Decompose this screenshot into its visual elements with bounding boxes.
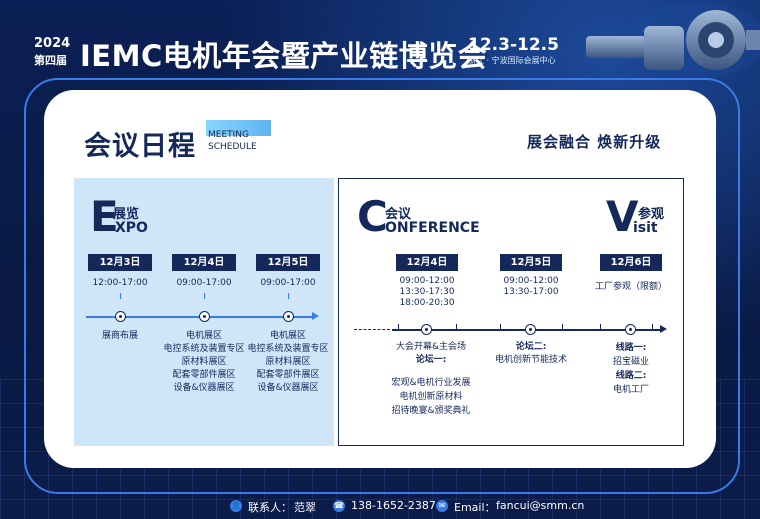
- conference-day2-times: 09:00-12:00 13:30-17:00: [490, 276, 572, 298]
- schedule-title: 会议日程: [84, 131, 196, 162]
- contact-label: 联系人：: [248, 501, 292, 514]
- forum-1-label: 论坛一:: [415, 355, 447, 365]
- header-title: IEMC电机年会暨产业链博览会: [80, 39, 488, 73]
- expo-date-pill: 12月5日: [256, 254, 320, 271]
- expo-big-letter: E: [90, 192, 119, 241]
- route-1: 招宝磁业: [612, 357, 649, 367]
- expo-item: 原材料展区: [181, 357, 227, 367]
- expo-tick: [120, 293, 121, 299]
- route-2-label: 线路二:: [615, 371, 647, 381]
- conference-title-cn: 会议: [385, 207, 412, 222]
- schedule-en: MEETING SCHEDULE: [208, 129, 257, 153]
- contact-name: 范翠: [294, 501, 316, 514]
- motor-machine-image: [586, 2, 760, 78]
- conference-time: 13:30-17:00: [503, 287, 559, 297]
- footer: 👤 联系人： 范翠 ☎ 138-1652-2387 ✉ Email： fancu…: [0, 494, 760, 519]
- visit-desc: 工厂参观（限额）: [594, 282, 667, 292]
- conference-day1-times: 09:00-12:00 13:30-17:30 18:00-20:30: [386, 276, 468, 309]
- visit-title-cn: 参观: [638, 207, 665, 222]
- expo-day2-items: 电机展区 电控系统及装置专区 原材料展区 配套零部件展区 设备&仪器展区: [158, 330, 250, 395]
- header: 2024 第四届 IEMC电机年会暨产业链博览会 12.3-12.5 浙江 · …: [0, 0, 760, 80]
- conference-time: 09:00-12:00: [399, 276, 455, 286]
- conference-timeline-arrow: [660, 325, 667, 333]
- expo-item: 电控系统及装置专区: [247, 344, 329, 354]
- expo-item: 配套零部件展区: [256, 370, 320, 380]
- conference-tick: [562, 324, 563, 330]
- expo-title-en: XPO: [115, 220, 148, 236]
- slogan: 展会融合 焕新升级: [527, 133, 662, 151]
- contact-phone[interactable]: 138-1652-2387: [351, 499, 436, 512]
- email-icon: ✉: [436, 500, 448, 512]
- expo-timeline-dot: [115, 311, 126, 322]
- schedule-en-line2: SCHEDULE: [208, 142, 257, 152]
- expo-date-pill: 12月3日: [88, 254, 152, 271]
- schedule-en-highlight: [206, 120, 271, 136]
- forum-item: 电机创新节能技术: [494, 355, 567, 365]
- expo-item: 电控系统及装置专区: [163, 344, 245, 354]
- expo-day3-items: 电机展区 电控系统及装置专区 原材料展区 配套零部件展区 设备&仪器展区: [242, 330, 334, 395]
- expo-timeline-dot: [283, 311, 294, 322]
- header-edition: 第四届: [34, 54, 67, 67]
- forum-item: 电机创新原材料: [399, 392, 463, 402]
- conference-time: 13:30-17:30: [399, 287, 455, 297]
- route-1-label: 线路一:: [615, 343, 647, 353]
- conference-timeline-dashed: [354, 329, 390, 330]
- conference-time: 09:00-12:00: [503, 276, 559, 286]
- conference-date-pill: 12月4日: [396, 254, 458, 271]
- forum-2-label: 论坛二:: [515, 342, 547, 352]
- expo-timeline-dot: [199, 311, 210, 322]
- outer-frame: [24, 78, 740, 494]
- schedule-en-line1: MEETING: [208, 130, 249, 140]
- expo-time: 09:00-17:00: [176, 278, 232, 288]
- route-2: 电机工厂: [612, 385, 649, 395]
- expo-timeline-arrow: [312, 312, 319, 320]
- forum-item: 宏观&电机行业发展: [391, 378, 471, 388]
- expo-item: 配套零部件展区: [172, 370, 236, 380]
- conference-tick: [456, 324, 457, 330]
- conference-time: 18:00-20:30: [399, 298, 455, 308]
- conference-tick: [398, 324, 399, 330]
- expo-tick: [288, 293, 289, 299]
- conference-big-letter: C: [357, 192, 388, 241]
- expo-item: 电机展区: [269, 331, 306, 341]
- conference-tick: [652, 324, 653, 330]
- email-label: Email：: [454, 501, 496, 514]
- conference-day1-agenda: 大会开幕&主会场 论坛一:: [386, 341, 476, 367]
- expo-item: 电机展区: [185, 331, 222, 341]
- conference-title-en: ONFERENCE: [385, 220, 480, 236]
- expo-title-cn: 展览: [113, 207, 140, 222]
- header-year: 2024: [34, 36, 71, 51]
- contact-email[interactable]: fancui@smm.cn: [496, 499, 585, 512]
- phone-icon: ☎: [333, 500, 345, 512]
- conference-timeline-dot: [421, 324, 432, 335]
- forum-item: 招待晚宴&颁奖典礼: [391, 406, 471, 416]
- visit-big-letter: V: [606, 192, 639, 241]
- visit-title-en: isit: [633, 220, 658, 236]
- expo-time: 12:00-17:00: [92, 278, 148, 288]
- expo-item: 原材料展区: [265, 357, 311, 367]
- expo-time: 09:00-17:00: [260, 278, 316, 288]
- visit-date-pill: 12月6日: [600, 254, 662, 271]
- conference-day2-agenda: 论坛二: 电机创新节能技术: [486, 341, 576, 367]
- visit-timeline-dot: [625, 324, 636, 335]
- conference-timeline-dot: [525, 324, 536, 335]
- visit-routes: 线路一: 招宝磁业 线路二: 电机工厂: [586, 341, 676, 397]
- expo-item: 设备&仪器展区: [257, 383, 319, 393]
- expo-date-pill: 12月4日: [172, 254, 236, 271]
- conference-panel: [338, 178, 684, 446]
- expo-tick: [204, 293, 205, 299]
- expo-item: 展商布展: [101, 331, 138, 341]
- conference-main-session: 大会开幕&主会场: [395, 342, 467, 352]
- conference-date-pill: 12月5日: [500, 254, 562, 271]
- conference-tick: [500, 324, 501, 330]
- person-icon: 👤: [230, 500, 242, 512]
- header-venue: 浙江 · 宁波国际会展中心: [468, 56, 556, 65]
- forum-1-items: 宏观&电机行业发展 电机创新原材料 招待晚宴&颁奖典礼: [386, 376, 476, 418]
- conference-tick: [600, 324, 601, 330]
- header-date: 12.3-12.5: [468, 35, 559, 55]
- expo-item: 设备&仪器展区: [173, 383, 235, 393]
